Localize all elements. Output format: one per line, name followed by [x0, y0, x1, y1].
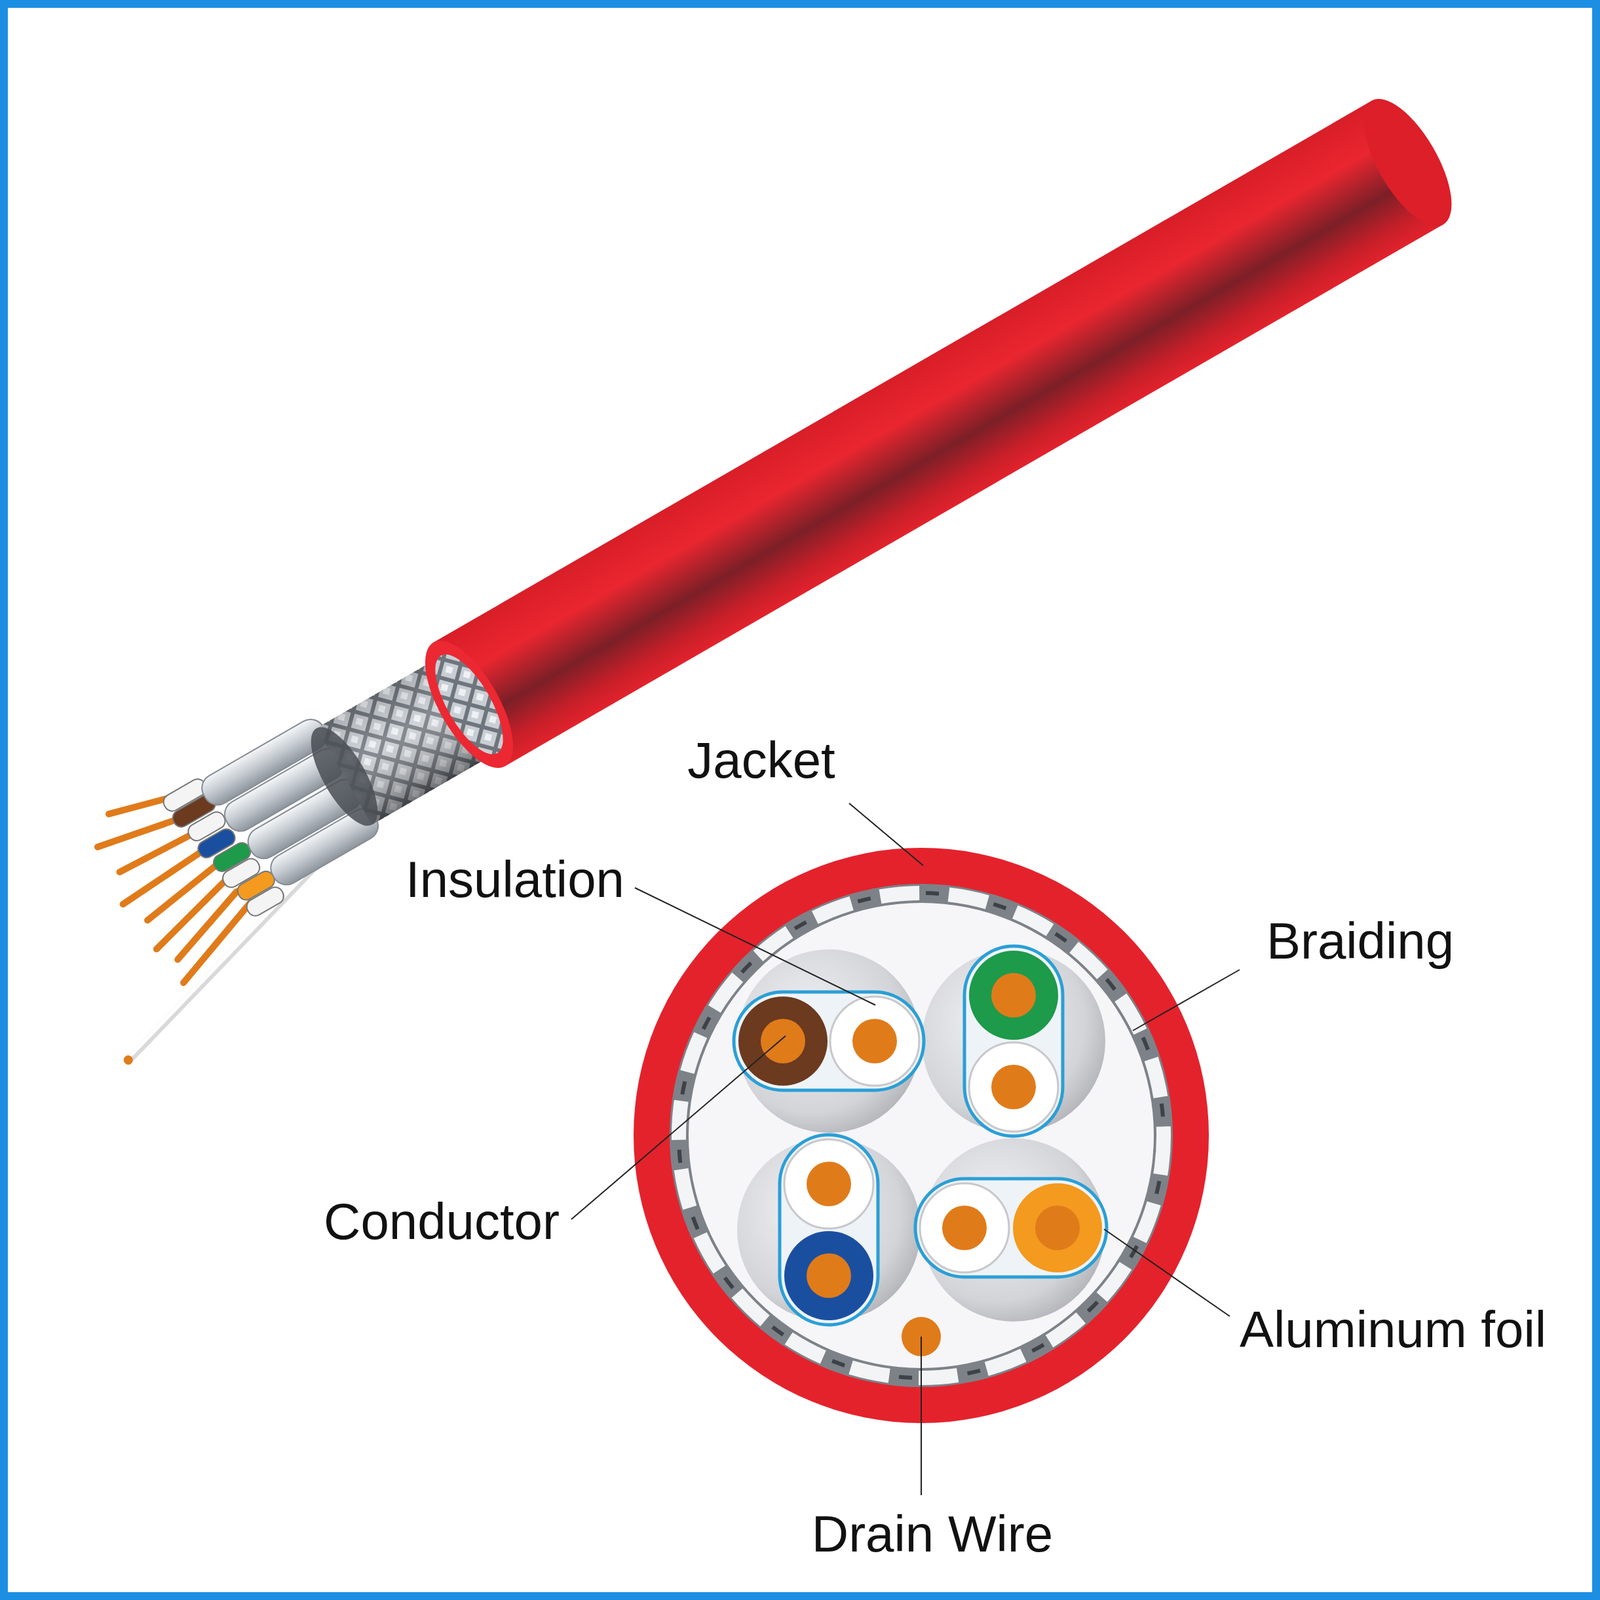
braiding-end	[298, 717, 390, 835]
aluminum-foil-wrap	[779, 1134, 878, 1325]
conductor	[852, 1018, 897, 1064]
leader-line	[849, 803, 924, 866]
jacket-cut-face	[408, 627, 531, 781]
insulation-white	[969, 1042, 1059, 1132]
braiding-shadow	[678, 893, 1164, 1378]
insulation-green	[969, 950, 1059, 1040]
leader-line	[634, 887, 876, 1006]
aluminum-foil-wrap	[964, 946, 1063, 1137]
leader-line	[1104, 1229, 1230, 1317]
insulation-white	[830, 996, 920, 1086]
leader-line	[571, 1035, 786, 1220]
part-label: Braiding	[1266, 915, 1454, 967]
conductor	[806, 1161, 852, 1207]
braiding-highlight	[678, 893, 1164, 1378]
conductor	[991, 972, 1036, 1018]
insulation-white	[784, 1139, 874, 1229]
part-label: Aluminum foil	[1239, 1303, 1547, 1355]
insulation-brown	[738, 996, 828, 1086]
conductor	[991, 1064, 1036, 1110]
braiding-in-jacket	[421, 644, 516, 764]
leader-lines	[571, 803, 1240, 1496]
insulation-sleeve	[243, 884, 287, 920]
insulation-orange	[1012, 1183, 1103, 1273]
insulation-blue	[784, 1231, 874, 1321]
part-label: Drain Wire	[811, 1508, 1053, 1560]
leader-line	[1132, 969, 1240, 1031]
leader-line	[920, 1336, 922, 1496]
conductor	[806, 1253, 852, 1298]
aluminum-foil-wrap	[733, 991, 924, 1091]
jacket-end-cap	[1346, 85, 1469, 240]
conductor	[760, 1018, 806, 1064]
conductor-3d	[119, 849, 209, 905]
part-label: Insulation	[405, 853, 625, 905]
frame-border	[3, 3, 1597, 1597]
cable-core	[688, 902, 1154, 1369]
braiding-section	[669, 883, 1173, 1388]
pair-foil	[921, 1138, 1106, 1322]
aluminum-foil-wrap	[915, 1178, 1107, 1277]
drain-wire-tip	[121, 1053, 135, 1067]
jacket-3d	[433, 100, 1444, 767]
part-label: Jacket	[687, 734, 835, 786]
part-label: Conductor	[323, 1195, 560, 1247]
conductor	[942, 1205, 987, 1251]
insulation-white	[919, 1183, 1010, 1273]
conductor	[1035, 1205, 1080, 1251]
